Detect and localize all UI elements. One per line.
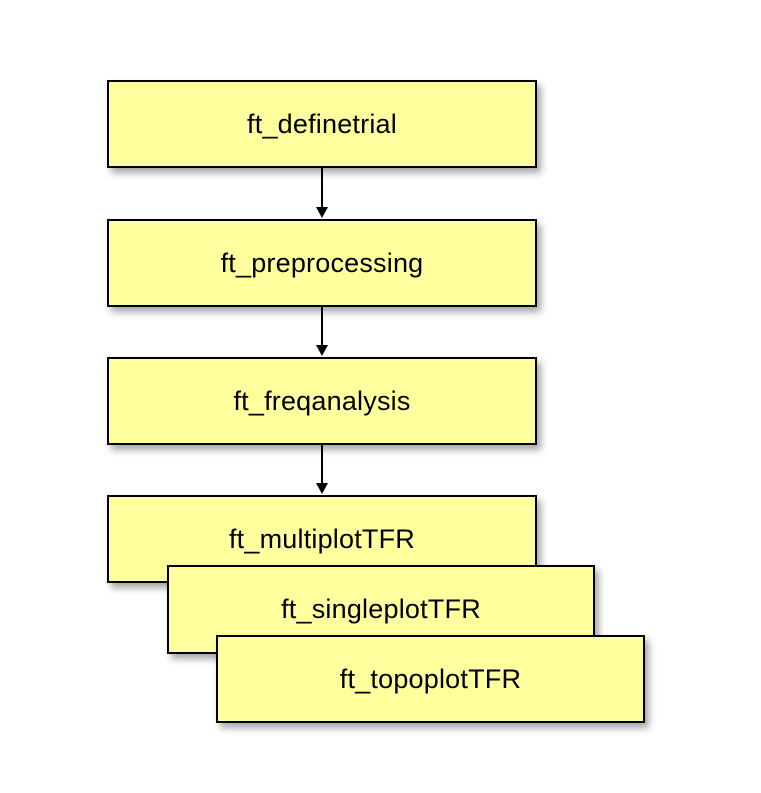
node-ft-preprocessing: ft_preprocessing <box>107 219 537 307</box>
arrow-line <box>321 307 323 347</box>
node-ft-definetrial: ft_definetrial <box>107 80 537 168</box>
node-ft-topoplotTFR-label: ft_topoplotTFR <box>339 663 522 694</box>
arrow-line <box>321 168 323 209</box>
node-ft-multiplotTFR-label: ft_multiplotTFR <box>228 523 416 554</box>
node-ft-topoplotTFR: ft_topoplotTFR <box>216 635 645 723</box>
node-ft-preprocessing-label: ft_preprocessing <box>220 247 424 278</box>
down-arrow-icon <box>316 307 328 356</box>
arrow-head <box>316 483 328 494</box>
down-arrow-icon <box>316 168 328 218</box>
arrow-line <box>321 445 323 485</box>
node-ft-singleplotTFR-label: ft_singleplotTFR <box>281 594 481 624</box>
node-ft-freqanalysis-label: ft_freqanalysis <box>233 385 411 416</box>
arrow-head <box>316 345 328 356</box>
down-arrow-icon <box>316 445 328 494</box>
node-ft-definetrial-label: ft_definetrial <box>247 108 397 139</box>
arrow-head <box>316 207 328 218</box>
node-ft-freqanalysis: ft_freqanalysis <box>107 357 537 445</box>
